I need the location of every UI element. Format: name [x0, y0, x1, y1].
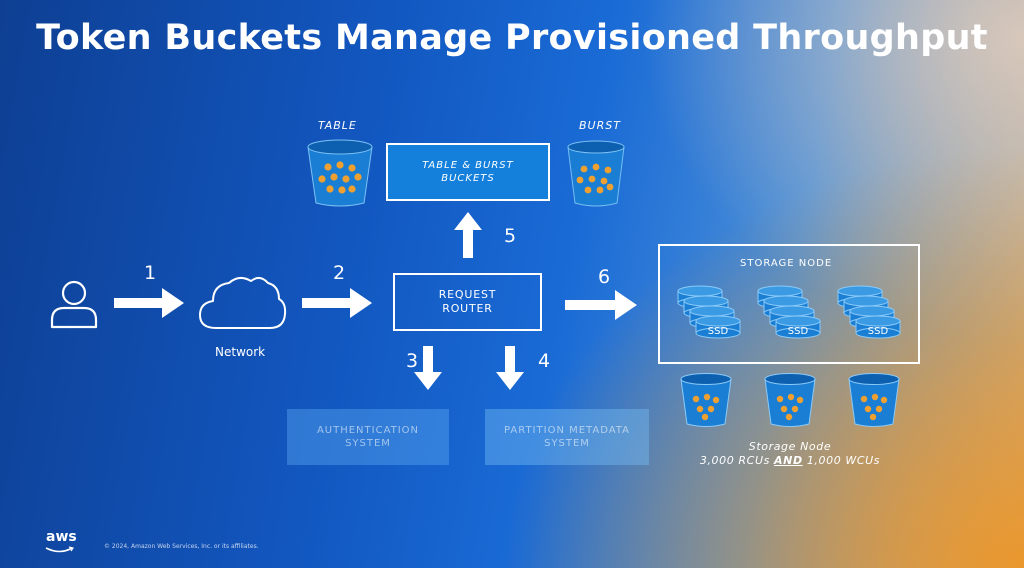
request-router-box: REQUEST ROUTER [393, 273, 542, 331]
burst-bucket-icon [567, 140, 625, 207]
auth-line2: SYSTEM [345, 438, 391, 449]
step-6-label: 6 [598, 266, 611, 288]
arrow-right-6 [565, 290, 637, 320]
buckets-box-line2: BUCKETS [441, 173, 495, 184]
storage-caption-line2: 3,000 RCUs AND 1,000 WCUs [690, 454, 890, 467]
router-line1: REQUEST [438, 288, 497, 301]
rcus-text: 3,000 RCUs [699, 454, 770, 467]
step-1-label: 1 [144, 262, 157, 284]
slide-title: Token Buckets Manage Provisioned Through… [36, 18, 988, 58]
aws-smile-icon [45, 546, 74, 553]
storage-node-title: STORAGE NODE [740, 258, 833, 269]
burst-bucket-label: BURST [579, 119, 621, 132]
partition-line1: PARTITION METADATA [504, 425, 630, 436]
network-cloud-icon [199, 277, 287, 329]
step-3-label: 3 [406, 350, 419, 372]
auth-line1: AUTHENTICATION [316, 425, 420, 436]
partition-line2: SYSTEM [544, 438, 590, 449]
copyright-text: © 2024, Amazon Web Services, Inc. or its… [104, 543, 259, 550]
and-text: AND [774, 454, 803, 467]
arrow-down-4 [496, 346, 524, 390]
wcus-text: 1,000 WCUs [806, 454, 881, 467]
step-5-label: 5 [504, 225, 517, 247]
storage-bucket-icon-2 [764, 373, 816, 427]
arrow-down-3 [414, 346, 442, 390]
step-2-label: 2 [333, 262, 346, 284]
aws-logo: aws [46, 529, 77, 545]
storage-bucket-icon-3 [848, 373, 900, 427]
ssd-label-2: SSD [788, 326, 809, 337]
buckets-box-line1: TABLE & BURST [422, 160, 514, 171]
arrow-right-1 [114, 288, 184, 318]
authentication-system-box: AUTHENTICATION SYSTEM [287, 409, 449, 465]
router-line2: ROUTER [442, 302, 493, 315]
storage-node-box [658, 244, 920, 364]
table-bucket-icon [307, 139, 373, 207]
ssd-label-3: SSD [868, 326, 889, 337]
table-burst-buckets-box: TABLE & BURST BUCKETS [386, 143, 550, 201]
user-icon [50, 280, 98, 329]
arrow-right-2 [302, 288, 372, 318]
table-bucket-label: TABLE [318, 119, 357, 132]
ssd-label-1: SSD [708, 326, 729, 337]
step-4-label: 4 [538, 350, 551, 372]
arrow-up-5 [454, 212, 482, 258]
partition-metadata-system-box: PARTITION METADATA SYSTEM [485, 409, 649, 465]
storage-caption-line1: Storage Node [748, 440, 832, 453]
ssd-stack-icons: SSD SSD SSD [677, 285, 901, 339]
storage-bucket-icon-1 [680, 373, 732, 427]
network-label: Network [215, 345, 266, 359]
